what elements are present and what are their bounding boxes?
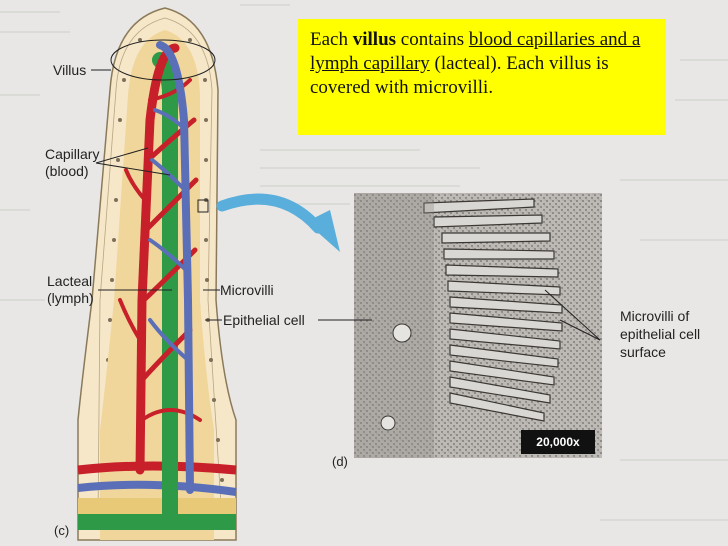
label-microvilli-surface-3: surface [620, 344, 666, 360]
label-panel-c: (c) [54, 523, 70, 538]
base-blue-vessel [77, 480, 237, 496]
label-villus: Villus [53, 62, 87, 78]
callout-text-contains: contains [396, 29, 469, 50]
micrograph-drawing [354, 193, 602, 458]
label-microvilli-surface-2: epithelial cell [620, 326, 701, 342]
label-capillary: Capillary [45, 146, 100, 162]
magnify-arrow [216, 193, 324, 234]
label-capillary-blood: (blood) [45, 163, 89, 179]
base-green-lacteal [78, 514, 236, 530]
magnify-arrow-head [306, 210, 340, 252]
callout-underlined-text: blood capillaries and a lymph capillary [310, 29, 641, 74]
label-lacteal: Lacteal [47, 273, 93, 289]
label-microvilli-surface-1: Microvilli of [620, 308, 690, 324]
label-lacteal-lymph: (lymph) [47, 290, 94, 306]
micrograph-image [354, 193, 602, 458]
magnified-region-box [197, 199, 209, 213]
label-microvilli: Microvilli [220, 282, 274, 298]
callout-text-start: Each [310, 29, 353, 50]
villus-callout-box: Each villus contains blood capillaries a… [298, 19, 666, 135]
callout-villus-bold: villus [352, 29, 397, 50]
magnification-badge: 20,000x [521, 430, 595, 454]
villus-tip-ellipse [110, 39, 216, 81]
capillary-vein [156, 41, 194, 494]
label-panel-d: (d) [332, 454, 348, 469]
callout-text-end: (lacteal). Each villus is covered with m… [310, 53, 609, 98]
base-red-vessel [77, 461, 237, 475]
label-epithelial-cell: Epithelial cell [223, 312, 305, 328]
